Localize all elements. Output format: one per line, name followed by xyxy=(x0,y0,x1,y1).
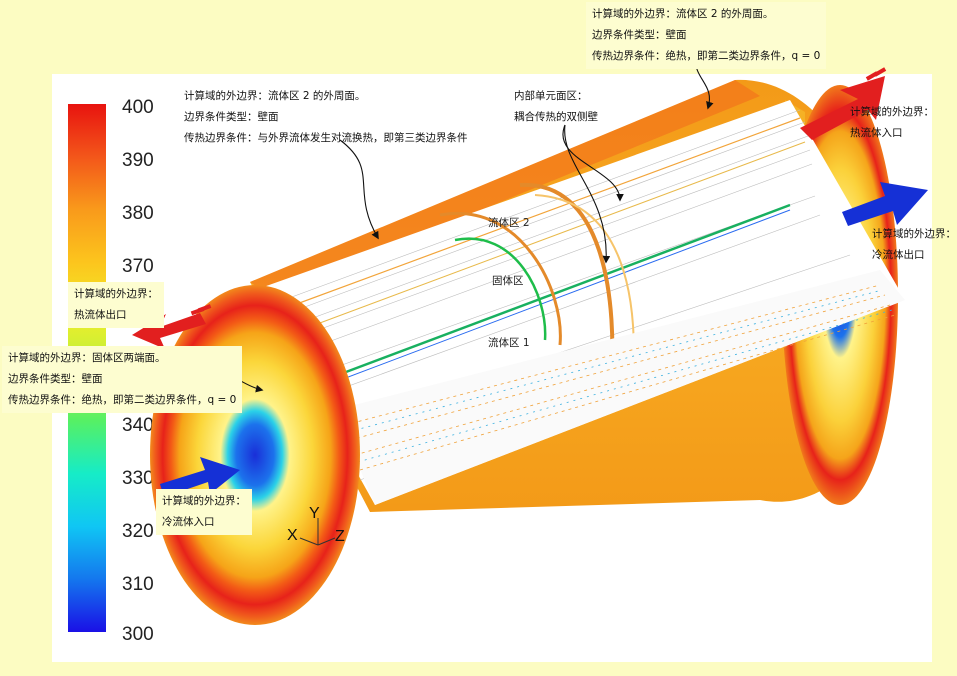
region-label-fluid2: 流体区 2 xyxy=(488,216,530,229)
axis-label-z: Z xyxy=(335,528,345,545)
colorbar-tick: 380 xyxy=(122,203,154,224)
colorbar-tick: 310 xyxy=(122,574,154,595)
colorbar-tick: 400 xyxy=(122,97,154,118)
note-line: 计算域的外边界： xyxy=(162,495,246,507)
region-label-fluid1: 流体区 1 xyxy=(488,336,530,349)
note-line: 边界条件类型：壁面 xyxy=(184,111,279,123)
note-line: 边界条件类型：壁面 xyxy=(592,29,687,41)
axis-label-y: Y xyxy=(309,505,320,522)
colorbar-tick: 330 xyxy=(122,468,154,489)
colorbar-tick: 320 xyxy=(122,521,154,542)
cutaway-interior xyxy=(255,100,905,505)
colorbar-tick: 340 xyxy=(122,415,154,436)
note-solid-end-faces: 计算域的外边界：固体区两端面。 边界条件类型：壁面 传热边界条件：绝热，即第二类… xyxy=(2,346,243,413)
cold-inlet-arrow-icon xyxy=(160,457,240,497)
note-cold-inlet: 计算域的外边界： 冷流体入口 xyxy=(156,489,252,535)
note-line: 计算域的外边界：流体区 2 的外周面。 xyxy=(592,8,774,20)
note-cold-outlet: 计算域的外边界： 冷流体出口 xyxy=(866,222,957,268)
note-line: 热流体出口 xyxy=(74,309,127,321)
note-line: 传热边界条件：绝热，即第二类边界条件，q = 0 xyxy=(592,50,821,62)
note-outer-shell-adiabatic: 计算域的外边界：流体区 2 的外周面。 边界条件类型：壁面 传热边界条件：绝热，… xyxy=(586,2,827,69)
note-line: 冷流体出口 xyxy=(872,249,925,261)
shell-top-band xyxy=(250,80,760,296)
note-line: 计算域的外边界： xyxy=(850,106,934,118)
note-line: 传热边界条件：绝热，即第二类边界条件，q = 0 xyxy=(8,394,237,406)
colorbar-tick: 390 xyxy=(122,150,154,171)
note-line: 内部单元面区： xyxy=(514,90,588,102)
note-line: 热流体入口 xyxy=(850,127,903,139)
note-line: 冷流体入口 xyxy=(162,516,215,528)
note-line: 计算域的外边界：固体区两端面。 xyxy=(8,352,166,364)
hot-outlet-arrow-icon xyxy=(132,304,212,349)
cold-outlet-arrow-icon xyxy=(842,182,928,226)
axis-label-x: X xyxy=(287,527,298,544)
axis-triad: Y X Z xyxy=(287,505,345,546)
note-line: 计算域的外边界： xyxy=(872,228,956,240)
note-hot-outlet: 计算域的外边界： 热流体出口 xyxy=(68,282,164,328)
note-line: 传热边界条件：与外界流体发生对流换热，即第三类边界条件 xyxy=(184,132,468,144)
colorbar-tick: 300 xyxy=(122,624,154,645)
note-outer-shell-convective: 计算域的外边界：流体区 2 的外周面。 边界条件类型：壁面 传热边界条件：与外界… xyxy=(178,84,474,151)
region-label-solid: 固体区 xyxy=(492,275,524,287)
note-hot-inlet: 计算域的外边界： 热流体入口 xyxy=(844,100,940,146)
hot-inlet-arrow-icon xyxy=(800,67,887,140)
note-line: 计算域的外边界：流体区 2 的外周面。 xyxy=(184,90,366,102)
note-inner-coupled-wall: 内部单元面区： 耦合传热的双侧壁 xyxy=(508,84,604,130)
note-line: 计算域的外边界： xyxy=(74,288,158,300)
note-line: 耦合传热的双侧壁 xyxy=(514,111,598,123)
note-line: 边界条件类型：壁面 xyxy=(8,373,103,385)
colorbar-tick: 370 xyxy=(122,256,154,277)
